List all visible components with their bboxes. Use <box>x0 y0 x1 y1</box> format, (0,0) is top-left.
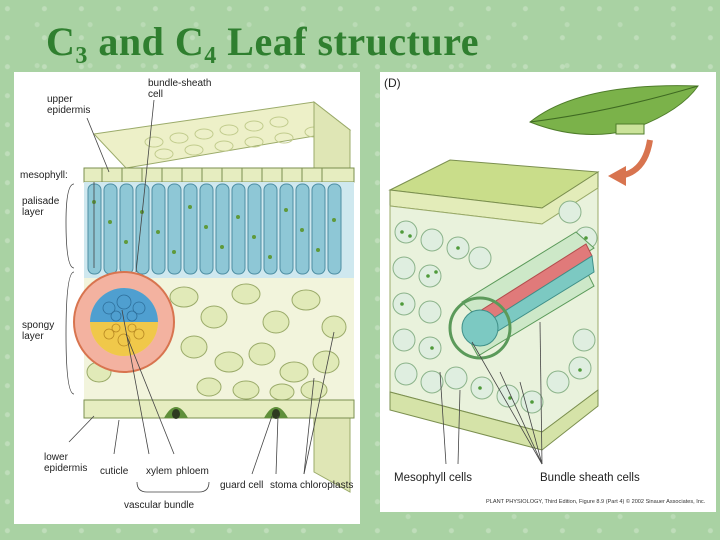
label-mesophyll: mesophyll: <box>20 170 68 181</box>
figure-credit: PLANT PHYSIOLOGY, Third Edition, Figure … <box>486 499 706 505</box>
label-chloroplasts: chloroplasts <box>300 480 354 491</box>
c3-leaf-illustration: upper epidermis bundle-sheath cell mesop… <box>14 72 360 524</box>
label-cuticle: cuticle <box>100 466 129 477</box>
label-palisade-layer: palisade layer <box>22 196 60 218</box>
panel-label-d: (D) <box>384 76 401 90</box>
label-upper-epidermis: upper epidermis <box>47 94 91 116</box>
label-stoma: stoma <box>270 480 298 491</box>
label-xylem: xylem <box>146 466 173 477</box>
label-spongy-layer: spongy layer <box>22 320 55 342</box>
label-guard-cell: guard cell <box>220 480 264 491</box>
slide-title: C3 and C4 Leaf structure <box>46 19 480 69</box>
c4-leaf-drawing <box>388 85 699 465</box>
label-vascular-bundle: vascular bundle <box>124 500 195 511</box>
label-phloem: phloem <box>176 466 209 477</box>
label-bundle-sheath-cells: Bundle sheath cells <box>540 472 640 484</box>
c3-leaf-drawing <box>65 99 355 493</box>
c4-leaf-illustration: (D) Mesophyll cells Bundle sheath cells … <box>380 72 716 512</box>
label-mesophyll-cells: Mesophyll cells <box>394 472 472 484</box>
label-bundle-sheath-cell: bundle-sheath cell <box>148 78 212 100</box>
label-lower-epidermis: lower epidermis <box>44 452 88 474</box>
